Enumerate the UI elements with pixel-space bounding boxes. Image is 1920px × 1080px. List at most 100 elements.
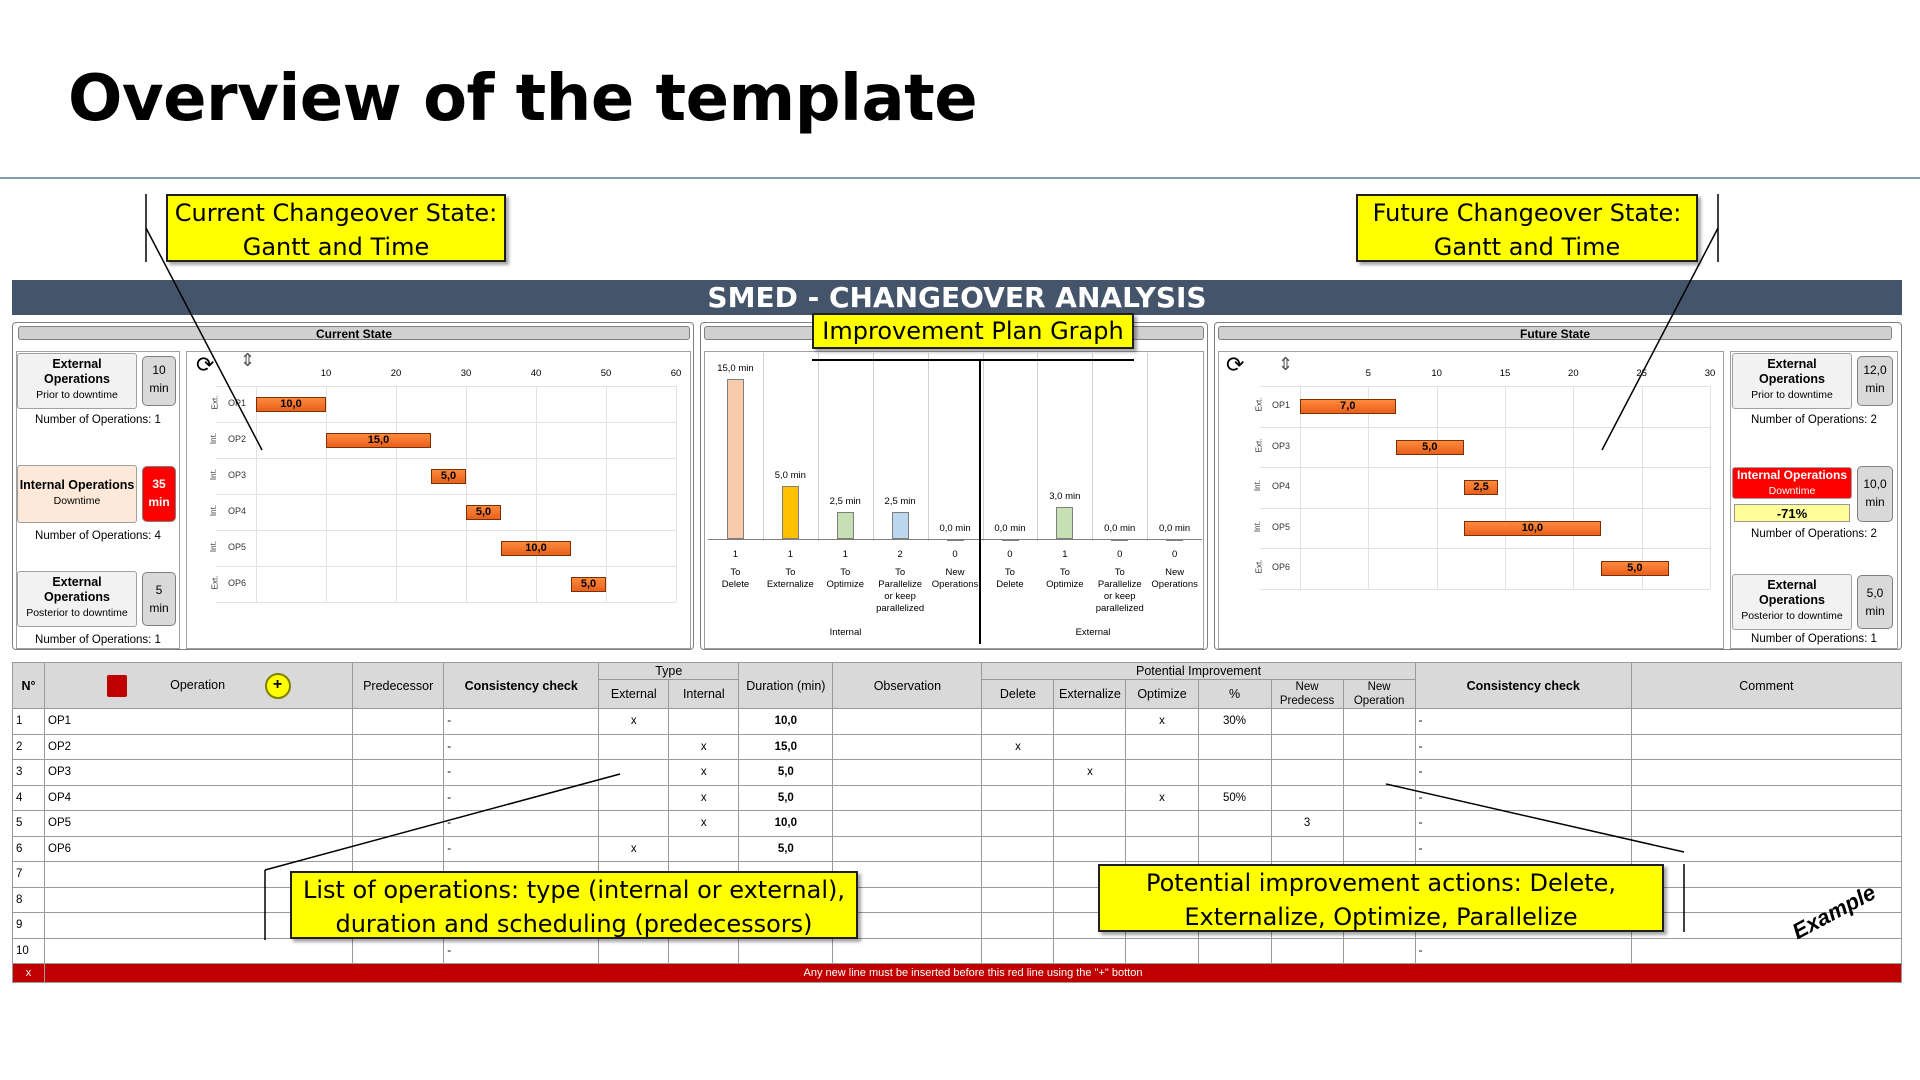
cell-op[interactable]: OP5	[44, 810, 354, 837]
cell-com[interactable]	[1630, 810, 1903, 837]
cell-pred[interactable]	[352, 835, 445, 862]
cell-n[interactable]: 7	[11, 861, 46, 888]
cell-dur[interactable]: 10,0	[738, 708, 834, 735]
cell-op[interactable]: OP1	[44, 708, 354, 735]
cell-np[interactable]	[1270, 937, 1344, 964]
cell-obs[interactable]	[832, 784, 983, 811]
cell-ext[interactable]: x	[598, 835, 670, 862]
cell-ext[interactable]	[598, 733, 670, 760]
cell-dur[interactable]	[738, 937, 834, 964]
cell-cc[interactable]: -	[443, 810, 600, 837]
cell-cc2[interactable]: -	[1414, 708, 1632, 735]
cell-cc[interactable]: -	[443, 784, 600, 811]
cell-obs[interactable]	[832, 810, 983, 837]
cell-extz[interactable]	[1053, 784, 1127, 811]
cell-np[interactable]	[1270, 708, 1344, 735]
cell-cc[interactable]: -	[443, 708, 600, 735]
cell-n[interactable]: 3	[11, 759, 46, 786]
cell-obs[interactable]	[832, 733, 983, 760]
cell-pred[interactable]	[352, 733, 445, 760]
cell-no[interactable]	[1342, 784, 1416, 811]
cell-np[interactable]: 3	[1270, 810, 1344, 837]
cell-com[interactable]	[1630, 733, 1903, 760]
cell-dur[interactable]: 10,0	[738, 810, 834, 837]
cell-dur[interactable]: 5,0	[738, 784, 834, 811]
cell-n[interactable]: 6	[11, 835, 46, 862]
cell-pct[interactable]	[1197, 937, 1272, 964]
cell-n[interactable]: 1	[11, 708, 46, 735]
cell-dur[interactable]: 15,0	[738, 733, 834, 760]
cell-del[interactable]	[981, 835, 1055, 862]
cell-extz[interactable]	[1053, 810, 1127, 837]
add-icon[interactable]: +	[264, 672, 291, 699]
cell-opt[interactable]: x	[1125, 784, 1199, 811]
cell-obs[interactable]	[832, 759, 983, 786]
cell-del[interactable]	[981, 810, 1055, 837]
cell-op[interactable]: OP4	[44, 784, 354, 811]
refresh-icon[interactable]: ⟳	[196, 352, 215, 377]
cell-pred[interactable]	[352, 759, 445, 786]
cell-pct[interactable]	[1197, 810, 1272, 837]
cell-op[interactable]: OP2	[44, 733, 354, 760]
cell-cc2[interactable]: -	[1414, 835, 1632, 862]
cell-del[interactable]: x	[981, 733, 1055, 760]
cell-opt[interactable]	[1125, 733, 1199, 760]
cell-no[interactable]	[1342, 708, 1416, 735]
cell-pred[interactable]	[352, 784, 445, 811]
cell-com[interactable]	[1630, 937, 1903, 964]
cell-n[interactable]: 9	[11, 912, 46, 939]
cell-np[interactable]	[1270, 835, 1344, 862]
cell-pct[interactable]: 50%	[1197, 784, 1272, 811]
cell-pct[interactable]	[1197, 835, 1272, 862]
cell-int[interactable]	[668, 937, 740, 964]
cell-op[interactable]: OP3	[44, 759, 354, 786]
cell-opt[interactable]	[1125, 835, 1199, 862]
cell-no[interactable]	[1342, 937, 1416, 964]
cell-pred[interactable]	[352, 937, 445, 964]
cell-no[interactable]	[1342, 835, 1416, 862]
cell-no[interactable]	[1342, 810, 1416, 837]
cell-int[interactable]: x	[668, 759, 740, 786]
cell-op[interactable]	[44, 937, 354, 964]
cell-com[interactable]	[1630, 708, 1903, 735]
cell-cc2[interactable]: -	[1414, 759, 1632, 786]
cell-int[interactable]: x	[668, 784, 740, 811]
cell-int[interactable]: x	[668, 733, 740, 760]
cell-com[interactable]	[1630, 912, 1903, 939]
cell-cc[interactable]: -	[443, 733, 600, 760]
cell-n[interactable]: 4	[11, 784, 46, 811]
cell-ext[interactable]	[598, 759, 670, 786]
cell-cc2[interactable]: -	[1414, 937, 1632, 964]
cell-com[interactable]	[1630, 861, 1903, 888]
cell-obs[interactable]	[832, 937, 983, 964]
cell-del[interactable]	[981, 784, 1055, 811]
cell-pct[interactable]: 30%	[1197, 708, 1272, 735]
refresh-icon[interactable]: ⟳	[1226, 352, 1245, 377]
cell-obs[interactable]	[832, 708, 983, 735]
cell-extz[interactable]	[1053, 708, 1127, 735]
cell-op[interactable]: OP6	[44, 835, 354, 862]
cell-del[interactable]	[981, 937, 1055, 964]
cell-dur[interactable]: 5,0	[738, 835, 834, 862]
cell-int[interactable]: x	[668, 810, 740, 837]
cell-int[interactable]	[668, 835, 740, 862]
cell-del[interactable]	[981, 708, 1055, 735]
cell-dur[interactable]: 5,0	[738, 759, 834, 786]
cell-np[interactable]	[1270, 784, 1344, 811]
cell-del[interactable]	[981, 759, 1055, 786]
cell-extz[interactable]	[1053, 835, 1127, 862]
cell-cc[interactable]: -	[443, 937, 600, 964]
cell-no[interactable]	[1342, 759, 1416, 786]
cell-np[interactable]	[1270, 733, 1344, 760]
cell-no[interactable]	[1342, 733, 1416, 760]
cell-opt[interactable]	[1125, 810, 1199, 837]
cell-n[interactable]: 8	[11, 886, 46, 913]
cell-n[interactable]: 2	[11, 733, 46, 760]
cell-ext[interactable]	[598, 937, 670, 964]
cell-obs[interactable]	[832, 835, 983, 862]
trash-icon[interactable]	[106, 674, 127, 697]
cell-cc[interactable]: -	[443, 759, 600, 786]
cell-del[interactable]	[981, 912, 1055, 939]
cell-opt[interactable]	[1125, 937, 1199, 964]
cell-np[interactable]	[1270, 759, 1344, 786]
